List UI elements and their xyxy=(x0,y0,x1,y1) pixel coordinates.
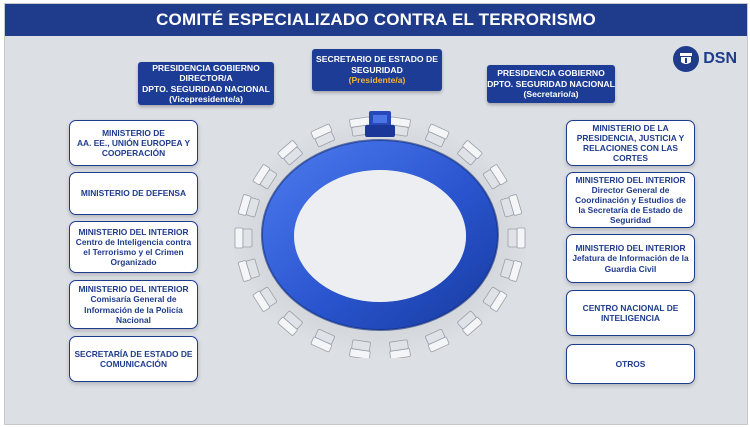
member-line: COMUNICACIÓN xyxy=(100,359,167,369)
member-line: SECRETARÍA DE ESTADO DE xyxy=(74,348,193,359)
member-line: MINISTERIO DEL INTERIOR xyxy=(575,243,686,254)
chair-icon xyxy=(457,310,483,336)
member-line: CENTRO NACIONAL DE xyxy=(582,302,679,313)
secretario-role: (Secretario/a) xyxy=(523,89,579,100)
member-line: CORTES xyxy=(613,153,648,164)
member-line: MINISTERIO DEL INTERIOR xyxy=(78,284,189,295)
member-box-comunicacion: SECRETARÍA DE ESTADO DE COMUNICACIÓN xyxy=(69,336,198,382)
chairs-group xyxy=(234,116,526,358)
vicepresidente-box: PRESIDENCIA GOBIERNO DIRECTOR/A DPTO. SE… xyxy=(138,62,274,105)
chair-icon xyxy=(238,258,260,282)
member-line: PRESIDENCIA, JUSTICIA Y xyxy=(576,132,685,143)
chair-icon xyxy=(252,164,278,190)
presidente-role: (Presidente/a) xyxy=(348,75,406,86)
chair-icon xyxy=(457,140,483,166)
member-line: INTELIGENCIA xyxy=(600,313,661,323)
chair-icon xyxy=(234,227,253,249)
secretario-line: DPTO. SEGURIDAD NACIONAL xyxy=(487,78,615,89)
member-line: Organizado xyxy=(110,257,157,268)
vicepresidente-line: DPTO. SEGURIDAD NACIONAL xyxy=(142,83,270,94)
member-line: MINISTERIO DE LA xyxy=(592,122,669,133)
chair-icon xyxy=(277,310,303,336)
presidente-seat xyxy=(365,111,395,137)
member-line: RELACIONES CON LAS xyxy=(583,143,678,153)
member-line: AA. EE., UNIÓN EUROPEA Y xyxy=(76,137,191,148)
vicepresidente-line: PRESIDENCIA GOBIERNO xyxy=(152,62,260,73)
member-line: COOPERACIÓN xyxy=(101,148,166,159)
member-line: Información de la Policía xyxy=(84,304,183,315)
member-line: MINISTERIO DE xyxy=(102,127,165,138)
member-line: MINISTERIO DEL INTERIOR xyxy=(575,174,686,185)
chair-icon xyxy=(425,328,450,353)
chair-icon xyxy=(389,339,411,358)
member-line: OTROS xyxy=(615,358,646,369)
presidente-line: SECRETARIO DE ESTADO DE xyxy=(316,54,438,65)
presidente-box: SECRETARIO DE ESTADO DE SEGURIDAD (Presi… xyxy=(312,49,442,91)
member-line: MINISTERIO DE DEFENSA xyxy=(80,188,187,199)
member-line: Comisaría General de xyxy=(90,294,177,305)
chair-icon xyxy=(310,328,335,353)
vicepresidente-line: DIRECTOR/A xyxy=(179,73,233,83)
member-box-citco: MINISTERIO DEL INTERIOR Centro de Inteli… xyxy=(69,221,198,273)
chair-icon xyxy=(238,194,260,218)
chair-icon xyxy=(310,123,335,148)
round-table-illustration xyxy=(233,111,530,358)
secretario-box: PRESIDENCIA GOBIERNO DPTO. SEGURIDAD NAC… xyxy=(487,65,615,103)
member-box-coordinacion: MINISTERIO DEL INTERIOR Director General… xyxy=(566,172,695,228)
chair-icon xyxy=(277,140,303,166)
member-line: MINISTERIO DEL INTERIOR xyxy=(78,226,189,237)
chair-icon xyxy=(500,194,522,218)
member-line: Coordinación y Estudios de xyxy=(575,194,686,205)
table-ring xyxy=(261,140,498,330)
member-box-policia: MINISTERIO DEL INTERIOR Comisaría Genera… xyxy=(69,280,198,329)
member-line: Seguridad xyxy=(610,215,651,226)
vicepresidente-role: (Vicepresidente/a) xyxy=(169,94,243,104)
member-line: Jefatura de Información de la xyxy=(572,253,689,264)
table-center xyxy=(294,170,466,302)
presidente-line: SEGURIDAD xyxy=(351,64,403,75)
member-line: la Secretaría de Estado de xyxy=(578,205,683,216)
chair-icon xyxy=(349,339,371,358)
member-box-cni: CENTRO NACIONAL DE INTELIGENCIA xyxy=(566,290,695,336)
chair-icon xyxy=(507,227,526,249)
member-box-presidencia: MINISTERIO DE LA PRESIDENCIA, JUSTICIA Y… xyxy=(566,120,695,166)
member-line: Nacional xyxy=(116,314,151,325)
secretario-line: PRESIDENCIA GOBIERNO xyxy=(497,68,605,79)
member-line: el Terrorismo y el Crimen xyxy=(83,247,184,257)
member-box-guardia-civil: MINISTERIO DEL INTERIOR Jefatura de Info… xyxy=(566,234,695,283)
dsn-logo: DSN xyxy=(673,46,737,72)
chair-icon xyxy=(425,123,450,148)
table-ring-edge xyxy=(261,139,499,331)
member-line: Centro de Inteligencia contra xyxy=(75,236,192,247)
member-line: Director General de xyxy=(591,184,670,195)
page-title: COMITÉ ESPECIALIZADO CONTRA EL TERRORISM… xyxy=(5,4,747,36)
chair-icon xyxy=(500,258,522,282)
member-box-otros: OTROS xyxy=(566,344,695,384)
chair-icon xyxy=(482,286,508,312)
logo-text: DSN xyxy=(703,50,737,67)
slide: COMITÉ ESPECIALIZADO CONTRA EL TERRORISM… xyxy=(4,3,748,425)
member-box-defensa: MINISTERIO DE DEFENSA xyxy=(69,172,198,215)
member-box-aaee: MINISTERIO DE AA. EE., UNIÓN EUROPEA Y C… xyxy=(69,120,198,166)
escudo-icon xyxy=(673,46,700,72)
chair-icon xyxy=(252,286,278,312)
chair-icon xyxy=(482,164,508,190)
member-line: Guardia Civil xyxy=(604,263,657,274)
